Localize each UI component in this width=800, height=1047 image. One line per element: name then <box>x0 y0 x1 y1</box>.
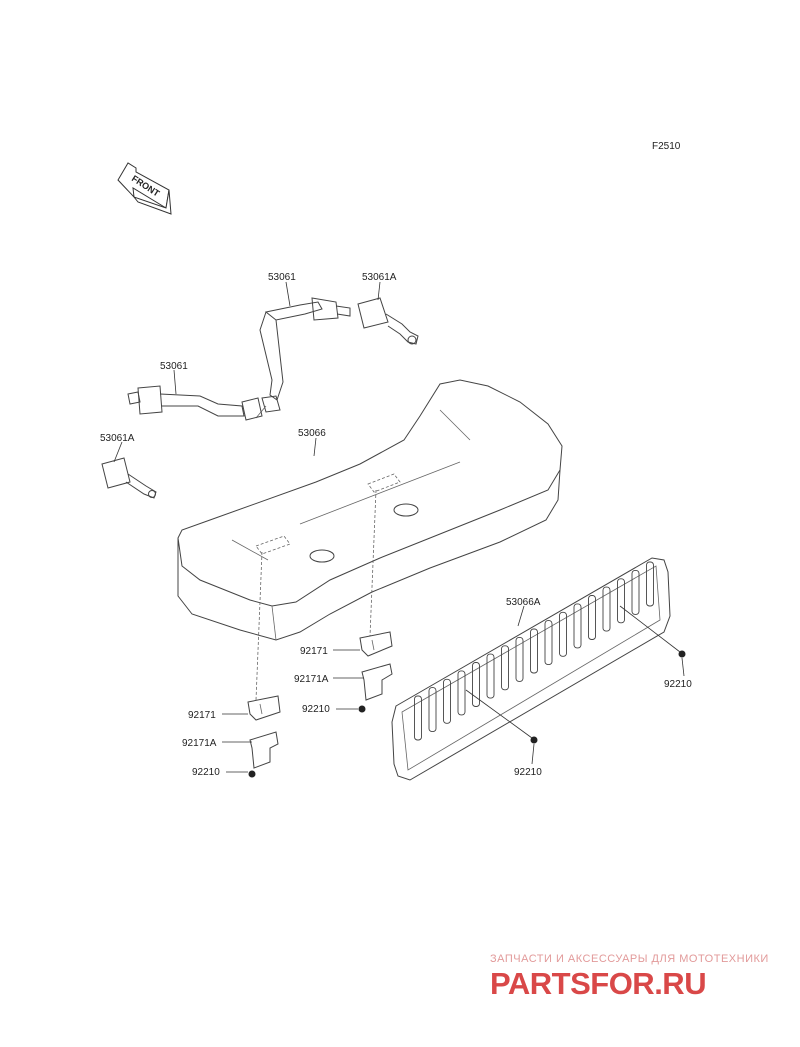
buckle-right <box>357 297 419 345</box>
panel-slot <box>573 603 582 649</box>
panel-slot <box>428 687 437 733</box>
label-seat: 53066 <box>298 428 326 439</box>
nut-rear <box>358 705 366 713</box>
bracket-rear-a <box>361 663 393 701</box>
front-arrow-icon: FRONT <box>117 162 172 215</box>
nut-panel-left <box>530 736 538 744</box>
panel-slot <box>443 678 451 724</box>
watermark-tagline: ЗАПЧАСТИ И АКСЕССУАРЫ ДЛЯ МОТОТЕХНИКИ <box>490 953 769 965</box>
panel-slot <box>530 628 538 674</box>
label-belt-right: 53061 <box>268 272 296 283</box>
buckle-left <box>101 457 157 499</box>
panel-slot <box>631 569 640 615</box>
nut-front <box>248 770 256 778</box>
label-nut-rear: 92210 <box>302 704 330 715</box>
panel-slot <box>414 695 422 741</box>
bracket-rear <box>359 631 393 657</box>
panel-slot <box>617 578 625 624</box>
panel-slot <box>602 586 611 632</box>
panel-slot <box>457 670 466 716</box>
panel-slot <box>559 611 567 657</box>
label-bracket-front-a: 92171A <box>182 738 217 749</box>
label-bracket-rear-a: 92171A <box>294 674 329 685</box>
label-bracket-front: 92171 <box>188 710 216 721</box>
panel-slot <box>501 645 509 691</box>
panel-slot <box>588 595 596 640</box>
label-nut-panel-left: 92210 <box>514 767 542 778</box>
seat-belt-left <box>127 385 263 421</box>
panel-slot <box>486 653 495 699</box>
watermark-logo: PARTSFOR.RU <box>490 966 707 1001</box>
label-nut-front: 92210 <box>192 767 220 778</box>
label-buckle-left: 53061A <box>100 433 135 444</box>
bracket-front <box>247 695 281 721</box>
label-bracket-rear: 92171 <box>300 646 328 657</box>
panel-slot <box>646 561 654 607</box>
panel-slot <box>472 662 480 707</box>
back-panel <box>391 557 671 781</box>
panel-slots <box>414 561 654 741</box>
label-nut-panel-right: 92210 <box>664 679 692 690</box>
seat-cushion <box>177 379 563 641</box>
nut-panel-right <box>678 650 686 658</box>
figure-code: F2510 <box>652 141 681 152</box>
panel-slot <box>515 636 524 682</box>
bracket-front-a <box>249 731 279 769</box>
panel-slot <box>544 620 553 666</box>
label-buckle-right: 53061A <box>362 272 397 283</box>
label-belt-left: 53061 <box>160 361 188 372</box>
seat-belt-right <box>255 297 351 419</box>
label-back-panel: 53066A <box>506 597 541 608</box>
